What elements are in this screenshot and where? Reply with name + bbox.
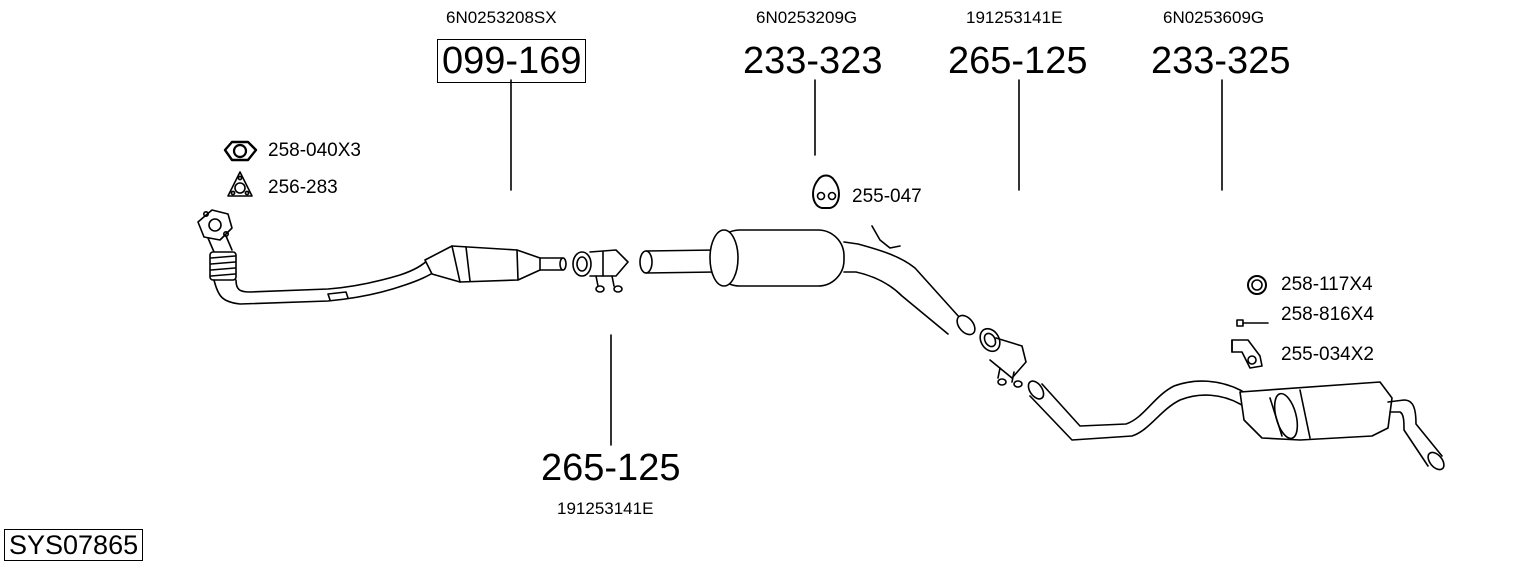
small-part-label-nut: 258-040X3 — [268, 140, 361, 161]
small-part-label-bracket: 255-034X2 — [1281, 344, 1374, 365]
oe-number-clamp-upper: 191253141E — [966, 8, 1063, 27]
small-part-label-gasket: 256-283 — [268, 177, 338, 198]
small-part-label-bolt: 258-816X4 — [1281, 304, 1374, 325]
oe-number-rear-silencer: 6N0253609G — [1163, 8, 1265, 27]
part-number-catalyst: 099-169 — [437, 39, 587, 83]
hex-nut-icon — [223, 140, 258, 162]
middle-silencer — [639, 225, 976, 336]
oe-number-middle-silencer: 6N0253209G — [756, 8, 858, 27]
bolt-icon — [1236, 319, 1269, 327]
part-number-middle-silencer: 233-323 — [743, 40, 883, 82]
rubber-hanger-icon — [812, 174, 840, 209]
small-part-label-ring: 258-117X4 — [1281, 274, 1373, 295]
clamp-rear — [979, 327, 1027, 388]
bracket-hanger-icon — [1231, 339, 1263, 369]
part-number-rear-silencer: 233-325 — [1151, 40, 1291, 82]
triangular-gasket-icon — [227, 171, 253, 197]
oe-number-clamp-lower: 191253141E — [557, 499, 654, 518]
small-part-label-rubber-hanger: 255-047 — [852, 186, 922, 207]
system-code: SYS07865 — [4, 529, 144, 561]
part-number-clamp-lower: 265-125 — [541, 447, 681, 489]
ring-washer-icon — [1247, 275, 1267, 295]
rear-silencer — [1027, 380, 1445, 471]
clamp-front — [572, 249, 629, 293]
front-pipe — [197, 209, 439, 305]
part-number-clamp-upper: 265-125 — [948, 40, 1088, 82]
oe-number-catalyst: 6N0253208SX — [446, 8, 557, 27]
catalytic-converter — [424, 245, 567, 283]
